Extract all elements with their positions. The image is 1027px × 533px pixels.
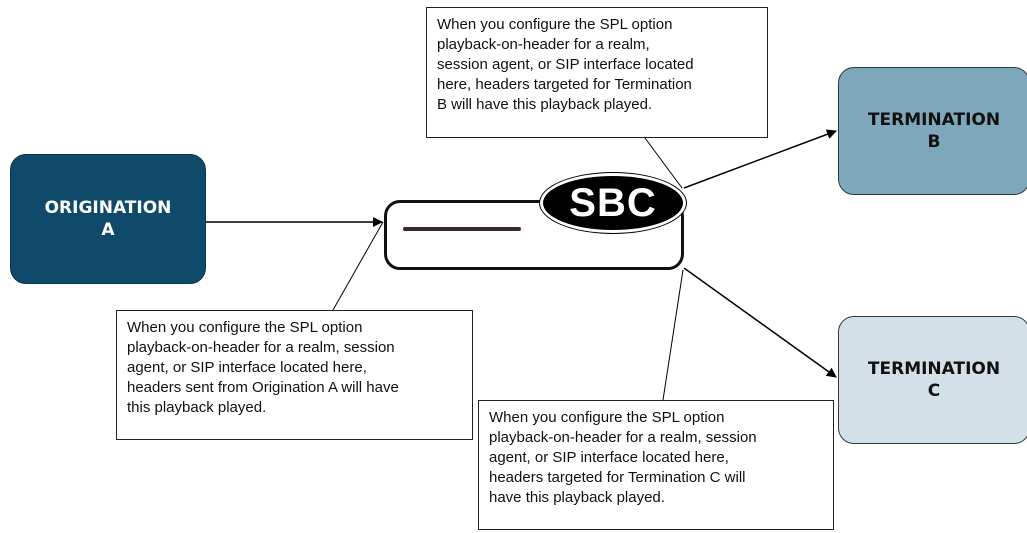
callout-line-origination <box>332 221 384 311</box>
arrow-sbc-to-termination-b <box>683 129 837 189</box>
sbc-device-slot <box>403 227 521 231</box>
termination-c-callout: When you configure the SPL option playba… <box>478 400 834 530</box>
arrow-sbc-to-termination-c <box>683 267 837 378</box>
origination-callout: When you configure the SPL option playba… <box>116 310 473 440</box>
callout-line-termination-c <box>662 269 684 401</box>
callout-line-termination-b <box>644 137 683 189</box>
termination-b-callout: When you configure the SPL option playba… <box>426 7 768 138</box>
termination-b-node: TERMINATION B <box>838 67 1027 195</box>
termination-c-node: TERMINATION C <box>838 316 1027 444</box>
sbc-logo: SBC <box>540 173 686 233</box>
origination-a-node: ORIGINATION A <box>10 154 206 284</box>
